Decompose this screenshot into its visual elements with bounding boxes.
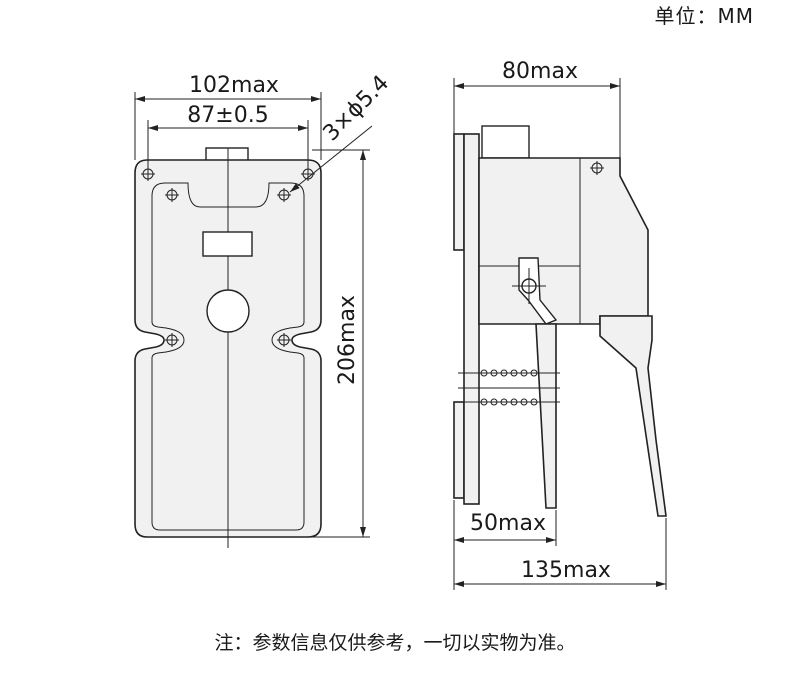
side-inner-leg (535, 323, 557, 509)
dim-height-max: 206max (312, 149, 370, 538)
side-main-frame (463, 133, 480, 505)
dim-label-holes: 3×ϕ5.4 (319, 71, 395, 147)
dim-label-height-max: 206max (335, 295, 360, 385)
side-top-knob (481, 125, 530, 159)
side-cam-lever (518, 257, 558, 325)
unit-label: 单位：MM (654, 4, 754, 28)
front-round-button (206, 289, 250, 333)
dim-label-depth-total: 135max (521, 558, 611, 583)
dim-width-max: 102max (134, 73, 322, 160)
dim-label-width-max: 102max (189, 73, 279, 98)
side-back-plate-upper (453, 133, 465, 251)
side-back-plate-lower (453, 401, 465, 499)
side-springs (458, 369, 560, 406)
dim-label-depth-mid: 50max (470, 511, 546, 536)
side-view: 80max 50max 135max (453, 59, 667, 590)
front-view: 102max 87±0.5 3×ϕ5.4 206max (134, 71, 395, 548)
side-pedal (599, 315, 667, 517)
dim-label-depth-top: 80max (502, 59, 578, 84)
front-inner-frame (151, 182, 305, 531)
dim-depth-mid: 50max (453, 500, 557, 590)
disclaimer-note: 注：参数信息仅供参考，一切以实物为准。 (214, 632, 576, 654)
dim-depth-top: 80max (453, 59, 621, 158)
dim-hole-pitch: 87±0.5 (147, 103, 309, 168)
dim-label-hole-pitch: 87±0.5 (187, 103, 268, 128)
side-housing (478, 157, 649, 325)
front-label-window (202, 231, 253, 257)
dim-depth-total: 135max (454, 518, 667, 590)
